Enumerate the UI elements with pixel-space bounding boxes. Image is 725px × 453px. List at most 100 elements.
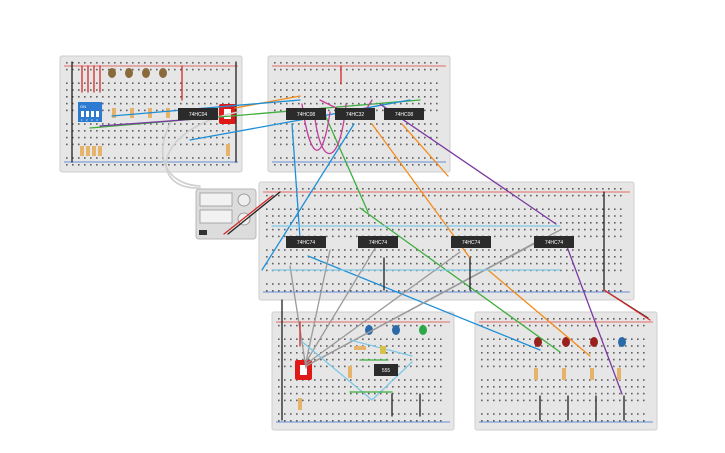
breadboard-hole (596, 194, 598, 197)
breadboard-hole (370, 62, 372, 64)
breadboard-hole (120, 109, 122, 112)
breadboard-hole (228, 157, 230, 159)
breadboard-hole (344, 256, 346, 258)
breadboard-hole (386, 420, 388, 422)
breadboard-hole (434, 249, 436, 251)
breadboard-hole (392, 283, 394, 285)
breadboard-hole (572, 215, 574, 217)
breadboard-hole (274, 68, 276, 71)
breadboard-hole (302, 256, 304, 258)
breadboard-hole (400, 96, 402, 98)
breadboard-hole (536, 228, 538, 231)
breadboard-hole (530, 283, 532, 285)
breadboard-hole (452, 228, 454, 231)
breadboard-hole (400, 143, 402, 146)
breadboard-hole (308, 352, 310, 354)
breadboard-hole (302, 249, 304, 251)
breadboard-hole (344, 318, 346, 320)
breadboard-hole (138, 109, 140, 112)
breadboard-hole (547, 386, 549, 388)
breadboard-hole (583, 338, 585, 340)
breadboard-hole (412, 130, 414, 132)
breadboard-hole (404, 194, 406, 197)
breadboard-hole (505, 420, 507, 422)
breadboard-hole (382, 96, 384, 98)
breadboard-hole (320, 392, 322, 395)
breadboard-hole (308, 386, 310, 388)
breadboard-hole (222, 136, 224, 139)
breadboard-hole (150, 102, 152, 105)
breadboard-hole (536, 249, 538, 251)
breadboard-hole (290, 352, 292, 354)
breadboard-hole (326, 215, 328, 217)
breadboard-hole (440, 345, 442, 347)
breadboard-hole (328, 68, 330, 71)
breadboard-hole (512, 208, 514, 210)
breadboard-hole (298, 164, 300, 166)
breadboard-hole (428, 358, 430, 361)
breadboard-hole (72, 136, 74, 139)
breadboard-hole (96, 82, 98, 84)
breadboard-hole (102, 82, 104, 84)
breadboard-hole (554, 215, 556, 217)
breadboard-hole (102, 89, 104, 91)
breadboard-hole (536, 188, 538, 190)
breadboard-hole (607, 413, 609, 415)
breadboard-hole (138, 68, 140, 71)
breadboard-hole (398, 399, 400, 402)
breadboard-hole (505, 345, 507, 347)
breadboard-hole (322, 62, 324, 64)
breadboard-hole (296, 318, 298, 320)
breadboard-hole (416, 379, 418, 381)
breadboard-hole (412, 96, 414, 98)
breadboard-hole (216, 62, 218, 64)
breadboard-hole (274, 82, 276, 84)
dip-switch[interactable]: ON 1 2 3 4 (78, 102, 102, 122)
breadboard-hole (428, 413, 430, 415)
breadboard-hole (132, 157, 134, 159)
breadboard-hole (382, 109, 384, 112)
breadboard-hole (296, 262, 298, 265)
breadboard-hole (412, 68, 414, 71)
breadboard-hole (138, 136, 140, 139)
breadboard-hole (394, 136, 396, 139)
breadboard-hole (228, 89, 230, 91)
breadboard-hole (296, 256, 298, 258)
breadboard-hole (108, 82, 110, 84)
breadboard-hole (78, 82, 80, 84)
breadboard-hole (482, 290, 484, 292)
breadboard-hole (470, 228, 472, 231)
breadboard-hole (320, 324, 322, 327)
breadboard-hole (314, 194, 316, 197)
breadboard-hole (374, 228, 376, 231)
breadboard-hole (578, 222, 580, 224)
breadboard-hole (499, 318, 501, 320)
breadboard-hole (340, 96, 342, 98)
breadboard-hole (108, 109, 110, 112)
breadboard-hole (517, 338, 519, 340)
push-button-bottom[interactable] (295, 360, 312, 380)
breadboard-hole (553, 420, 555, 422)
breadboard-hole (536, 215, 538, 217)
breadboard-hole (398, 249, 400, 251)
breadboard-hole (96, 62, 98, 64)
breadboard-hole (542, 249, 544, 251)
breadboard-hole (284, 338, 286, 340)
breadboard-hole (404, 318, 406, 320)
breadboard-hole (608, 228, 610, 231)
breadboard-hole (566, 269, 568, 272)
breadboard-hole (452, 222, 454, 224)
breadboard-hole (434, 386, 436, 388)
breadboard-hole (388, 123, 390, 125)
breadboard-hole (637, 358, 639, 361)
breadboard-hole (428, 215, 430, 217)
breadboard-hole (481, 379, 483, 381)
breadboard-hole (452, 262, 454, 265)
ic-chip: 74HC74 (534, 236, 574, 248)
breadboard-hole (517, 365, 519, 368)
breadboard-hole (338, 345, 340, 347)
breadboard-hole (370, 123, 372, 125)
breadboard-hole (314, 379, 316, 381)
breadboard-hole (350, 413, 352, 415)
breadboard-hole (476, 215, 478, 217)
